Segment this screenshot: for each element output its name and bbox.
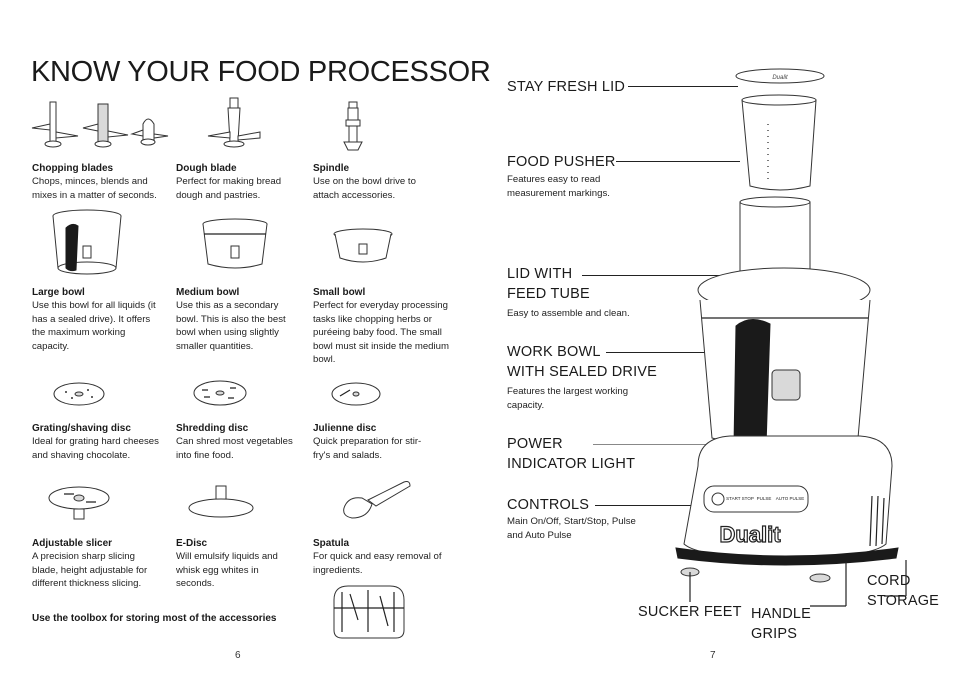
toolbox-illustration [333,585,405,639]
small-bowl-desc: Perfect for everyday processing tasks li… [313,300,449,366]
shredding-disc-name: Shredding disc [176,423,249,434]
julienne-disc-name: Julienne disc [313,423,377,434]
spindle-name: Spindle [313,163,350,174]
chopping-blades-name: Chopping blades [32,163,114,174]
callout-handle-grips-line2: GRIPS [751,625,798,642]
leader-line [628,86,738,87]
chopping-blades-desc: Chops, minces, blends and mixes in a mat… [32,176,157,201]
leader-line [582,275,750,276]
large-bowl-illustration [52,209,122,275]
callout-work-bowl-desc: Features the largest working capacity. [507,386,629,411]
shredding-disc-desc: Can shred most vegetables into fine food… [176,436,293,461]
page-number-left: 6 [235,650,241,661]
callout-controls: CONTROLS [507,497,590,513]
leader-line [606,352,736,353]
spindle-desc: Use on the bowl drive to attach accessor… [313,176,416,201]
medium-bowl-name: Medium bowl [176,287,240,298]
page-number-right: 7 [710,650,716,661]
button-start-stop-label: START STOP [726,496,754,501]
callout-lid-feed-tube-desc: Easy to assemble and clean. [507,308,630,319]
chopping-blades-illustration [31,101,169,148]
callout-controls-desc: Main On/Off, Start/Stop, Pulse and Auto … [507,516,636,541]
leader-line [593,444,709,445]
spatula-name: Spatula [313,538,350,549]
adjustable-slicer-name: Adjustable slicer [32,538,113,549]
callout-power-line1: POWER [507,436,563,452]
dough-blade-name: Dough blade [176,163,237,174]
callout-sucker-feet: SUCKER FEET [638,604,742,620]
leader-line [595,505,707,506]
dough-blade-illustration [207,97,261,148]
medium-bowl-desc: Use this as a secondary bowl. This is al… [176,300,286,352]
spindle-illustration [343,101,363,151]
julienne-disc-illustration [331,382,381,406]
small-bowl-name: Small bowl [313,287,366,298]
food-processor-illustration: Dualit START STOP PULSE AUTO PULSE Duali… [675,68,899,583]
adjustable-slicer-illustration [48,486,110,520]
large-bowl-desc: Use this bowl for all liquids (it has a … [32,300,156,352]
grating-disc-name: Grating/shaving disc [32,423,131,434]
bottom-callout-brackets [689,560,907,607]
callout-food-pusher: FOOD PUSHER [507,154,616,170]
brand-logo-text: Dualit [719,522,781,547]
button-auto-pulse-label: AUTO PULSE [776,496,804,501]
page-title: KNOW YOUR FOOD PROCESSOR [31,56,491,88]
callout-handle-grips-line1: HANDLE [751,606,812,622]
callout-lid-feed-tube-line1: LID WITH [507,266,573,282]
dough-blade-desc: Perfect for making bread dough and pastr… [176,176,282,201]
toolbox-note: Use the toolbox for storing most of the … [32,613,277,624]
callout-stay-fresh-lid: STAY FRESH LID [507,79,626,95]
callout-cord-storage-line1: CORD [867,573,911,589]
shredding-disc-illustration [193,380,247,406]
adjustable-slicer-desc: A precision sharp slicing blade, height … [32,551,148,590]
button-pulse-label: PULSE [757,496,772,501]
grating-disc-desc: Ideal for grating hard cheeses and shavi… [32,436,159,461]
callout-lid-feed-tube-line2: FEED TUBE [507,285,590,302]
callout-work-bowl-line2: WITH SEALED DRIVE [507,363,658,380]
spatula-illustration [343,481,411,519]
callout-food-pusher-desc: Features easy to read measurement markin… [507,174,610,199]
lid-brand-text: Dualit [772,75,788,81]
callout-work-bowl-line1: WORK BOWL [507,344,601,360]
small-bowl-illustration [333,228,393,263]
large-bowl-name: Large bowl [32,287,85,298]
callout-power-line2: INDICATOR LIGHT [507,455,636,472]
leader-line [616,161,740,162]
e-disc-illustration [188,485,254,518]
e-disc-name: E-Disc [176,538,208,549]
grating-disc-illustration [53,382,105,406]
medium-bowl-illustration [202,218,268,269]
e-disc-desc: Will emulsify liquids and whisk egg whit… [176,551,278,590]
julienne-disc-desc: Quick preparation for stir-fry's and sal… [313,436,422,461]
spatula-desc: For quick and easy removal of ingredient… [313,551,442,576]
